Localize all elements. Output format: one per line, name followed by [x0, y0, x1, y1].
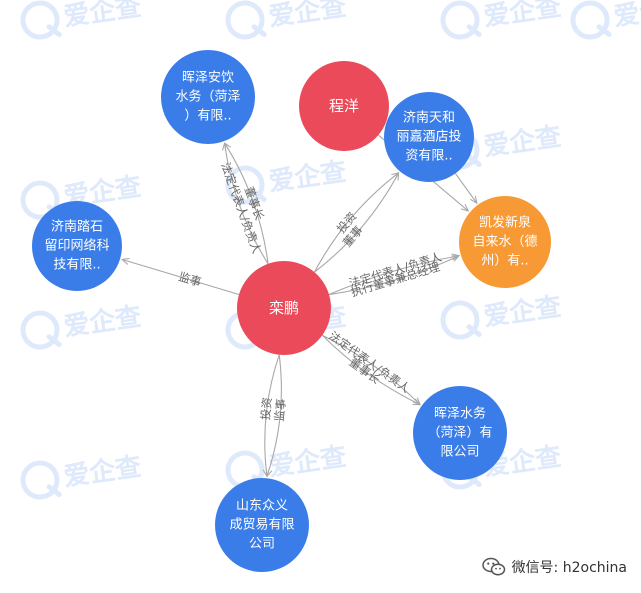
node-label: 限公司 — [440, 444, 479, 459]
edge-label: 监事 — [272, 398, 288, 422]
node-label: 济南天和 — [403, 110, 455, 126]
node-label: 栾鹏 — [269, 299, 299, 317]
svg-text:爱企查: 爱企查 — [482, 291, 564, 333]
node-luanpeng[interactable]: 栾鹏 — [237, 261, 331, 355]
watermark: 爱企查 — [570, 0, 641, 40]
watermark: 爱企查 — [20, 301, 144, 350]
svg-text:爱企查: 爱企查 — [62, 451, 144, 493]
relation-edge — [314, 173, 398, 273]
watermark: 爱企查 — [20, 451, 144, 500]
node-label: 留印网络科 — [44, 238, 109, 254]
relation-edge — [313, 173, 398, 273]
node-circle — [384, 92, 474, 182]
node-label: 晖泽安饮 — [182, 71, 234, 86]
svg-text:爱企查: 爱企查 — [267, 0, 349, 33]
node-label: 公司 — [249, 536, 275, 551]
node-label: 州）有.. — [481, 253, 528, 268]
svg-text:爱企查: 爱企查 — [612, 0, 641, 33]
node-circle — [237, 261, 331, 355]
node-circle — [459, 196, 551, 288]
node-circle — [161, 50, 255, 144]
watermark: 爱企查 — [440, 291, 564, 340]
relation-edge — [322, 334, 420, 404]
node-label: 凯发新泉 — [479, 215, 531, 231]
node-label: 晖泽水务 — [434, 406, 486, 422]
svg-text:爱企查: 爱企查 — [62, 301, 144, 343]
relation-edge — [321, 334, 420, 404]
svg-text:爱企查: 爱企查 — [267, 156, 349, 198]
node-label: 水务（菏泽 — [175, 89, 240, 105]
edge-label: 监事 — [177, 269, 203, 289]
relation-edge — [265, 354, 280, 476]
wechat-credit: 微信号: h2ochina — [481, 557, 627, 577]
node-label: 成贸易有限 — [229, 518, 294, 533]
svg-text:爱企查: 爱企查 — [62, 0, 144, 33]
svg-text:爱企查: 爱企查 — [482, 121, 564, 163]
node-circle — [413, 386, 507, 480]
node-label: 程洋 — [329, 97, 359, 115]
node-label: ）有限.. — [184, 108, 231, 123]
node-label: 济南踏石 — [51, 219, 103, 235]
edge-label: 法定代表人/负责人 — [326, 329, 413, 396]
watermark: 爱企查 — [225, 0, 349, 40]
relation-edge — [225, 143, 269, 264]
node-label: 技有限.. — [53, 257, 100, 272]
node-label: （菏泽）有 — [427, 426, 492, 441]
svg-text:爱企查: 爱企查 — [267, 441, 349, 483]
node-label: 自来水（德 — [472, 235, 537, 250]
node-circle — [32, 201, 122, 291]
relation-edge — [454, 173, 476, 203]
relation-edge — [328, 256, 459, 296]
node-label: 丽嘉酒店投 — [396, 129, 461, 145]
node-label: 山东众义 — [236, 499, 288, 514]
relation-edge — [225, 143, 269, 265]
wechat-icon — [481, 557, 505, 576]
node-circle — [299, 61, 389, 151]
edge-label: 投资 — [258, 397, 274, 421]
node-chengyang[interactable]: 程洋 — [299, 61, 389, 151]
watermark: 爱企查 — [440, 0, 564, 40]
credit-text: 微信号: h2ochina — [511, 560, 627, 576]
relation-edge — [267, 354, 282, 476]
svg-text:爱企查: 爱企查 — [482, 0, 564, 33]
relation-edge — [328, 256, 459, 296]
relation-edge — [122, 259, 240, 296]
node-label: 资有限.. — [405, 148, 452, 163]
node-circle — [215, 478, 309, 572]
watermark: 爱企查 — [20, 0, 144, 40]
